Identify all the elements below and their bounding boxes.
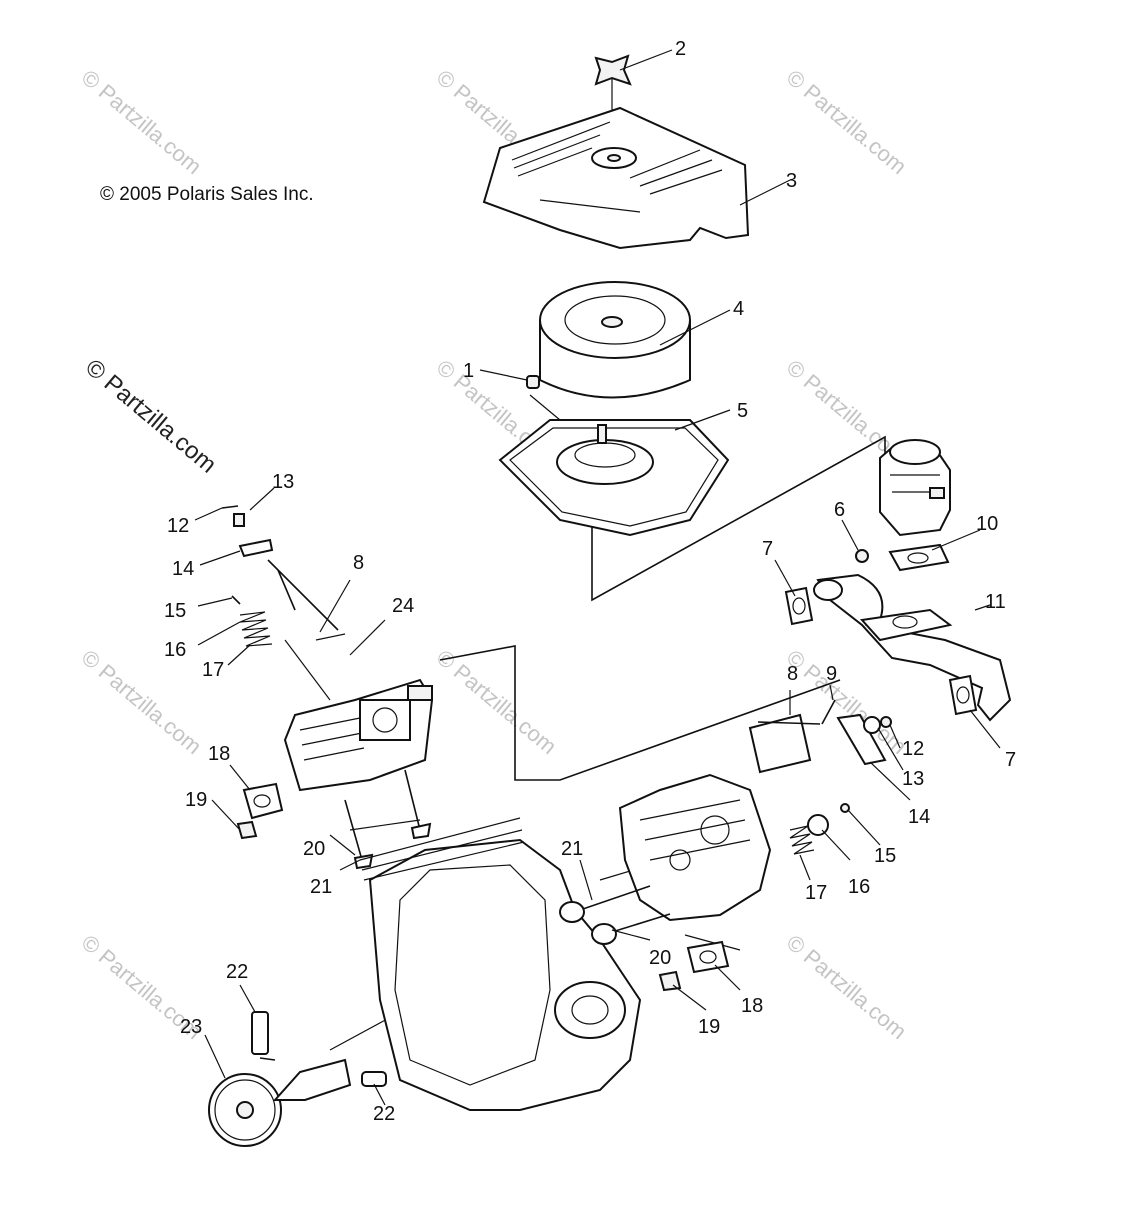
crankcase-part [359, 817, 642, 1111]
copyright-text: © 2005 Polaris Sales Inc. [100, 184, 314, 205]
camshaft-gear-part [208, 1058, 352, 1147]
watermark: © Partzilla.com [782, 930, 912, 1044]
callout-6: 6 [834, 499, 845, 521]
callout-labels: 1 2 3 4 5 6 7 7 8 8 9 10 11 12 12 13 13 … [164, 38, 1016, 1125]
callout-18-left: 18 [208, 743, 230, 765]
callout-5: 5 [737, 400, 748, 422]
callout-12-left: 12 [167, 515, 189, 537]
callout-16-right: 16 [848, 876, 870, 898]
callout-20-left: 20 [303, 838, 325, 860]
callout-14-right: 14 [908, 806, 930, 828]
callout-16-left: 16 [164, 639, 186, 661]
right-valves-part [559, 885, 671, 945]
callout-20-right: 20 [649, 947, 671, 969]
manifold-gasket-right-part [948, 674, 978, 716]
callout-18-right: 18 [741, 995, 763, 1017]
callout-11: 11 [985, 591, 1006, 613]
nut-part [855, 549, 869, 563]
callout-23: 23 [180, 1016, 202, 1038]
watermark: © Partzilla.com [782, 65, 912, 179]
right-exhaust-gasket-part [686, 940, 730, 974]
callout-24: 24 [392, 595, 414, 617]
callout-21-right: 21 [561, 838, 583, 860]
callout-13-right: 13 [902, 768, 924, 790]
air-cleaner-cover-part [482, 106, 750, 250]
callout-15-left: 15 [164, 600, 186, 622]
leader-lines [194, 49, 1001, 1106]
callout-4: 4 [733, 298, 744, 320]
callout-22-top: 22 [226, 961, 248, 983]
callout-9: 9 [826, 663, 837, 685]
left-exhaust-nut-part [236, 820, 258, 840]
callout-15-right: 15 [874, 845, 896, 867]
callout-1: 1 [463, 360, 474, 382]
callout-17-left: 17 [202, 659, 224, 681]
cam-pin-top-part [251, 1011, 276, 1061]
intake-manifold-part [813, 573, 1012, 722]
carb-gasket-part [888, 543, 950, 572]
carburetor-part [879, 439, 951, 537]
callout-19-right: 19 [698, 1016, 720, 1038]
left-valves-part [344, 769, 432, 870]
callout-14-left: 14 [172, 558, 194, 580]
watermark: © Partzilla.com [77, 65, 207, 179]
callout-10: 10 [976, 513, 998, 535]
right-cylinder-head-part [618, 713, 812, 922]
callout-13-left: 13 [272, 471, 294, 493]
cam-pin-bottom-part [361, 1071, 387, 1087]
watermark: © Partzilla.com [77, 645, 207, 759]
manifold-gasket-left-part [784, 586, 814, 626]
callout-3: 3 [786, 170, 797, 192]
wing-nut-part [594, 54, 632, 86]
callout-21-left: 21 [310, 876, 332, 898]
callout-22-bottom: 22 [373, 1103, 395, 1125]
left-exhaust-gasket-part [242, 782, 284, 820]
callout-7-left: 7 [762, 538, 773, 560]
air-cleaner-base-part [498, 419, 730, 537]
callout-12-right: 12 [902, 738, 924, 760]
right-exhaust-nut-part [658, 970, 682, 992]
callout-19-left: 19 [185, 789, 207, 811]
air-filter-part [539, 281, 691, 399]
left-valve-train-part [221, 505, 346, 647]
callout-2: 2 [675, 38, 686, 60]
watermark: © Partzilla.com [432, 645, 562, 759]
callout-17-right: 17 [805, 882, 827, 904]
right-valve-train-part [757, 699, 892, 855]
callout-7-right: 7 [1005, 749, 1016, 771]
watermark-large: © Partzilla.com [80, 354, 221, 479]
left-cylinder-head-part [283, 678, 434, 792]
callout-8-right: 8 [787, 663, 798, 685]
screw-part [526, 375, 540, 389]
callout-8-left: 8 [353, 552, 364, 574]
